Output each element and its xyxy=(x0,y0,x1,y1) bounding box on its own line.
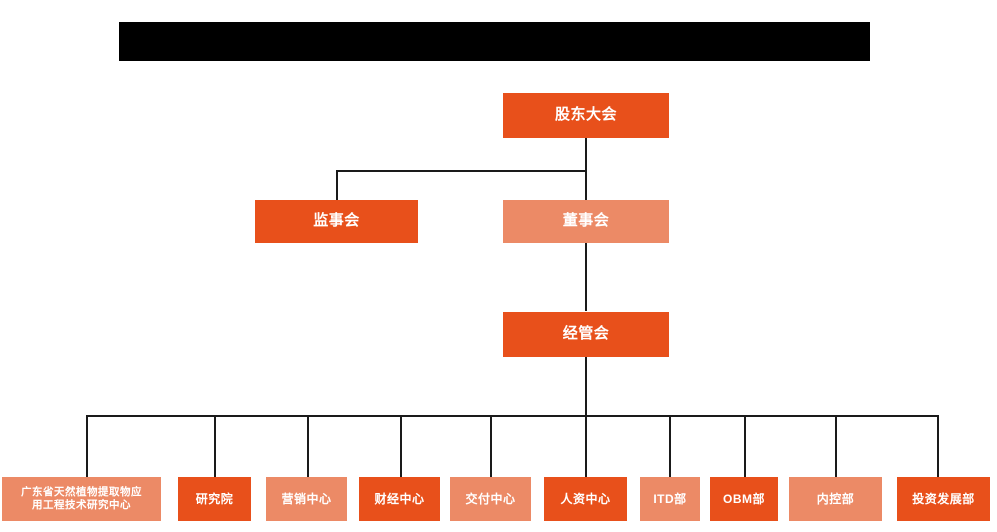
org-node-investment-development-dept[interactable]: 投资发展部 xyxy=(897,477,990,521)
connector-to-supervisors xyxy=(336,170,338,200)
connector-directors-management xyxy=(585,243,587,311)
org-node-hr-center-label: 人资中心 xyxy=(560,491,611,506)
org-node-itd-dept[interactable]: ITD部 xyxy=(640,477,700,521)
connector-shareholders-down xyxy=(585,138,587,172)
org-node-itd-dept-label: ITD部 xyxy=(653,491,687,506)
org-node-marketing-center-label: 营销中心 xyxy=(281,491,332,506)
org-node-management-label: 经管会 xyxy=(562,325,610,343)
connector-level2-bar xyxy=(336,170,587,172)
connector-management-down xyxy=(585,357,587,477)
org-node-directors[interactable]: 董事会 xyxy=(503,200,669,243)
connector-level4-spine xyxy=(86,415,937,417)
connector-to-obm-dept xyxy=(744,415,746,477)
org-node-obm-dept[interactable]: OBM部 xyxy=(710,477,778,521)
connector-to-institute xyxy=(214,415,216,477)
org-node-research-center-label: 广东省天然植物提取物应 用工程技术研究中心 xyxy=(21,485,142,511)
connector-to-itd-dept xyxy=(669,415,671,477)
connector-to-marketing-center xyxy=(307,415,309,477)
org-node-finance-center-label: 财经中心 xyxy=(374,491,425,506)
org-node-shareholders[interactable]: 股东大会 xyxy=(503,93,669,138)
org-node-directors-label: 董事会 xyxy=(562,212,610,230)
connector-to-investment-development-dept xyxy=(937,415,939,477)
org-node-supervisors[interactable]: 监事会 xyxy=(255,200,418,243)
org-node-delivery-center-label: 交付中心 xyxy=(465,491,516,506)
org-node-obm-dept-label: OBM部 xyxy=(723,491,765,506)
org-node-institute-label: 研究院 xyxy=(195,491,234,506)
org-node-hr-center[interactable]: 人资中心 xyxy=(544,477,627,521)
org-node-research-center[interactable]: 广东省天然植物提取物应 用工程技术研究中心 xyxy=(2,477,161,521)
org-node-internal-control-dept-label: 内控部 xyxy=(816,491,855,506)
org-node-investment-development-dept-label: 投资发展部 xyxy=(912,491,975,506)
connector-to-research-center xyxy=(86,415,88,477)
org-node-shareholders-label: 股东大会 xyxy=(554,106,617,124)
connector-to-finance-center xyxy=(400,415,402,477)
org-node-institute[interactable]: 研究院 xyxy=(178,477,251,521)
connector-to-delivery-center xyxy=(490,415,492,477)
connector-to-directors xyxy=(585,170,587,200)
connector-to-internal-control-dept xyxy=(835,415,837,477)
org-node-supervisors-label: 监事会 xyxy=(313,212,360,230)
org-node-internal-control-dept[interactable]: 内控部 xyxy=(789,477,882,521)
redacted-title-bar xyxy=(119,22,870,61)
org-node-delivery-center[interactable]: 交付中心 xyxy=(450,477,531,521)
org-node-marketing-center[interactable]: 营销中心 xyxy=(266,477,347,521)
org-node-finance-center[interactable]: 财经中心 xyxy=(359,477,440,521)
org-node-management[interactable]: 经管会 xyxy=(503,312,669,357)
